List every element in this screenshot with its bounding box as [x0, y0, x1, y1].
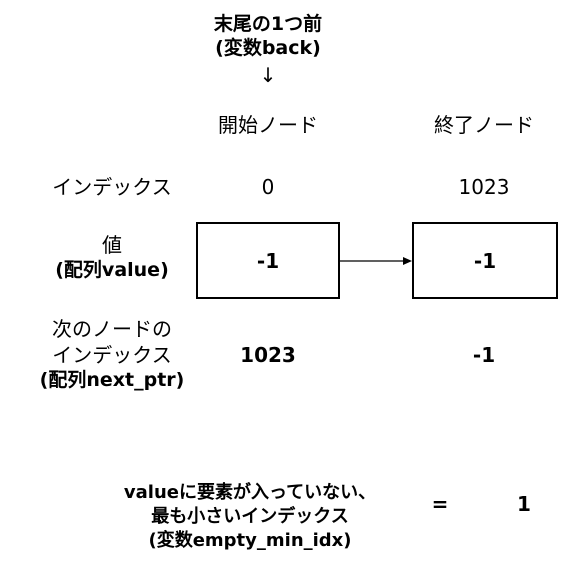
start-node-index: 0: [261, 175, 275, 199]
empty-min-label-line1: valueに要素が入っていない、: [123, 482, 377, 503]
end-node-value: -1: [473, 248, 497, 273]
end-node-header: 終了ノード: [434, 113, 534, 137]
end-node-value-box: -1: [412, 222, 558, 299]
start-node-value: -1: [256, 248, 280, 273]
start-node-header: 開始ノード: [218, 113, 318, 137]
empty-min-label-line2: 最も小さいインデックス: [151, 506, 349, 527]
empty-min-label-line3: (変数empty_min_idx): [148, 530, 352, 551]
next-row-label-line1: 次のノードの: [52, 317, 172, 341]
link-arrow-head: [403, 257, 412, 265]
empty-min-value: 1: [517, 492, 531, 516]
value-row-label-line1: 値: [102, 233, 122, 257]
back-down-arrow-icon: ↓: [259, 63, 277, 87]
back-label-line2: (変数back): [215, 37, 321, 59]
empty-min-equals: =: [431, 492, 449, 516]
next-row-label-line3: (配列next_ptr): [39, 369, 185, 391]
start-node-value-box: -1: [196, 222, 340, 299]
back-label-line1: 末尾の1つ前: [213, 13, 323, 35]
index-row-label: インデックス: [52, 175, 172, 199]
next-row-label-line2: インデックス: [52, 343, 172, 367]
end-node-next: -1: [472, 343, 496, 367]
end-node-index: 1023: [458, 175, 510, 199]
start-node-next: 1023: [240, 343, 296, 367]
value-row-label-line2: (配列value): [55, 259, 169, 281]
